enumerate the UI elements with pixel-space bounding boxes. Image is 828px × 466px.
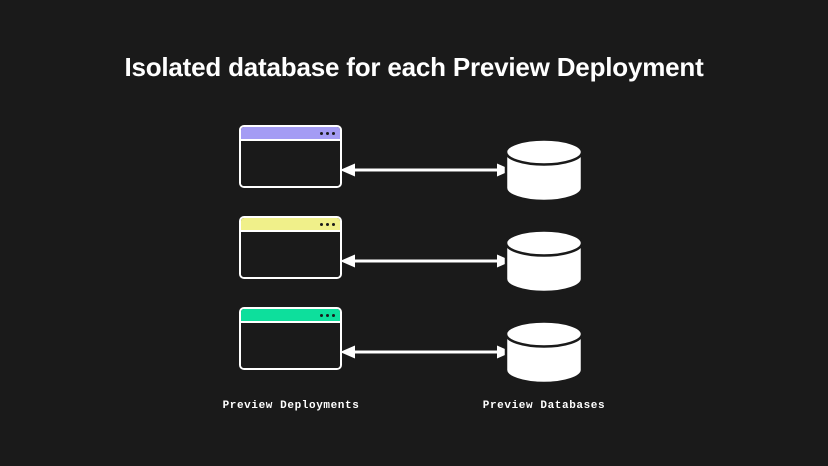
window-controls-2 — [320, 222, 335, 226]
preview-deployment-window-1 — [239, 125, 342, 188]
window-titlebar-2 — [241, 218, 340, 232]
connector-arrow-2 — [340, 252, 512, 270]
page-title: Isolated database for each Preview Deplo… — [124, 52, 704, 82]
window-dot-icon — [320, 131, 323, 135]
preview-database-cylinder-1 — [503, 138, 585, 203]
caption-preview-deployments: Preview Deployments — [222, 400, 360, 412]
caption-preview-databases: Preview Databases — [482, 400, 606, 412]
window-titlebar-3 — [241, 309, 340, 323]
window-controls-3 — [320, 313, 335, 317]
window-content-2 — [241, 232, 340, 277]
window-dot-icon — [320, 222, 323, 226]
window-dot-icon — [332, 222, 335, 226]
window-content-3 — [241, 323, 340, 368]
window-content-1 — [241, 141, 340, 186]
connector-arrow-1 — [340, 161, 512, 179]
window-controls-1 — [320, 131, 335, 135]
preview-database-cylinder-3 — [503, 320, 585, 385]
preview-deployment-window-2 — [239, 216, 342, 279]
connector-arrow-3 — [340, 343, 512, 361]
window-dot-icon — [326, 222, 329, 226]
preview-deployment-window-3 — [239, 307, 342, 370]
window-titlebar-1 — [241, 127, 340, 141]
window-dot-icon — [320, 313, 323, 317]
window-dot-icon — [326, 131, 329, 135]
window-dot-icon — [332, 131, 335, 135]
preview-database-cylinder-2 — [503, 229, 585, 294]
window-dot-icon — [326, 313, 329, 317]
window-dot-icon — [332, 313, 335, 317]
